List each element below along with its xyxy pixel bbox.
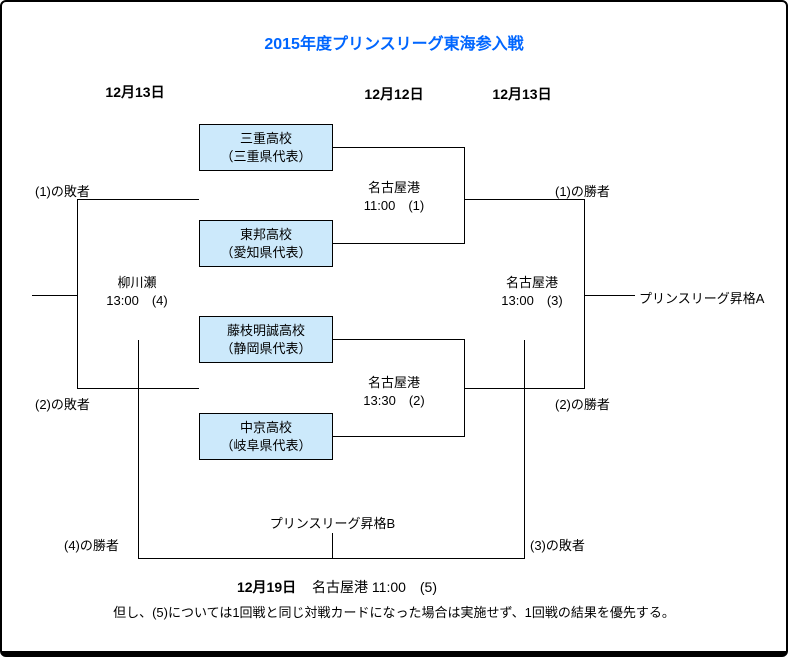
team-name: 三重高校 xyxy=(239,130,292,146)
match-3-venue: 名古屋港 xyxy=(505,275,558,290)
label-winner-of-4: (4)の勝者 xyxy=(64,538,119,553)
match-4-label: 柳川瀬 13:00 (4) xyxy=(77,274,197,310)
line-match4-bracket xyxy=(77,199,78,389)
team-box-fujieda-meisei: 藤枝明誠高校 （静岡県代表） xyxy=(199,316,333,363)
line-loser3-drop xyxy=(524,340,525,558)
team-prefecture: （愛知県代表） xyxy=(220,244,312,260)
label-promotion-a: プリンスリーグ昇格A xyxy=(639,291,765,306)
line-promotion-a-out xyxy=(584,295,635,296)
match-4-venue: 柳川瀬 xyxy=(117,275,157,290)
team-name: 藤枝明誠高校 xyxy=(226,322,305,338)
footnote: 但し、(5)については1回戦と同じ対戦カードになった場合は実施せず、1回戦の結果… xyxy=(113,605,675,620)
line-team4-feed xyxy=(332,436,464,437)
match-1-time: 11:00 (1) xyxy=(363,198,425,213)
label-promotion-b: プリンスリーグ昇格B xyxy=(269,516,396,531)
line-team3-feed xyxy=(332,339,464,340)
team-prefecture: （岐阜県代表） xyxy=(220,437,312,453)
team-box-toho: 東邦高校 （愛知県代表） xyxy=(199,220,333,267)
line-match1-bracket xyxy=(464,147,465,244)
match-4-time: 13:00 (4) xyxy=(106,293,168,308)
team-name: 中京高校 xyxy=(239,419,292,435)
date-header-middle: 12月12日 xyxy=(364,86,424,102)
line-loser1-feed xyxy=(77,199,199,200)
match-2-venue: 名古屋港 xyxy=(367,375,420,390)
match-1-label: 名古屋港 11:00 (1) xyxy=(334,179,454,215)
date-header-left: 12月13日 xyxy=(105,84,165,100)
line-match5-bracket xyxy=(138,558,525,559)
line-winner4-drop xyxy=(138,340,139,558)
line-team2-feed xyxy=(332,243,464,244)
line-winner1-feed xyxy=(464,199,584,200)
label-winner-of-1: (1)の勝者 xyxy=(555,184,610,199)
team-name: 東邦高校 xyxy=(239,226,292,242)
match-3-label: 名古屋港 13:00 (3) xyxy=(472,274,592,310)
match-5-date: 12月19日 xyxy=(236,579,297,595)
label-winner-of-2: (2)の勝者 xyxy=(555,397,610,412)
match-1-venue: 名古屋港 xyxy=(367,180,420,195)
page-title: 2015年度プリンスリーグ東海参入戦 xyxy=(264,36,524,53)
team-box-mie: 三重高校 （三重県代表） xyxy=(199,124,333,171)
line-promotion-b-tick xyxy=(332,533,333,558)
team-box-chukyo: 中京高校 （岐阜県代表） xyxy=(199,413,333,460)
label-loser-of-2: (2)の敗者 xyxy=(35,397,90,412)
label-loser-of-3: (3)の敗者 xyxy=(530,538,585,553)
line-match4-out xyxy=(32,295,77,296)
line-match3-bracket xyxy=(584,199,585,389)
match-3-time: 13:00 (3) xyxy=(501,293,563,308)
team-prefecture: （三重県代表） xyxy=(220,148,312,164)
line-team1-feed xyxy=(332,147,464,148)
match-5-label: 12月19日 名古屋港 11:00 (5) xyxy=(157,577,517,597)
team-prefecture: （静岡県代表） xyxy=(220,340,312,356)
date-header-right: 12月13日 xyxy=(492,86,552,102)
match-2-label: 名古屋港 13:30 (2) xyxy=(334,374,454,410)
match-2-time: 13:30 (2) xyxy=(363,393,425,408)
match-5-venue: 名古屋港 11:00 (5) xyxy=(312,579,438,595)
label-loser-of-1: (1)の敗者 xyxy=(35,184,90,199)
